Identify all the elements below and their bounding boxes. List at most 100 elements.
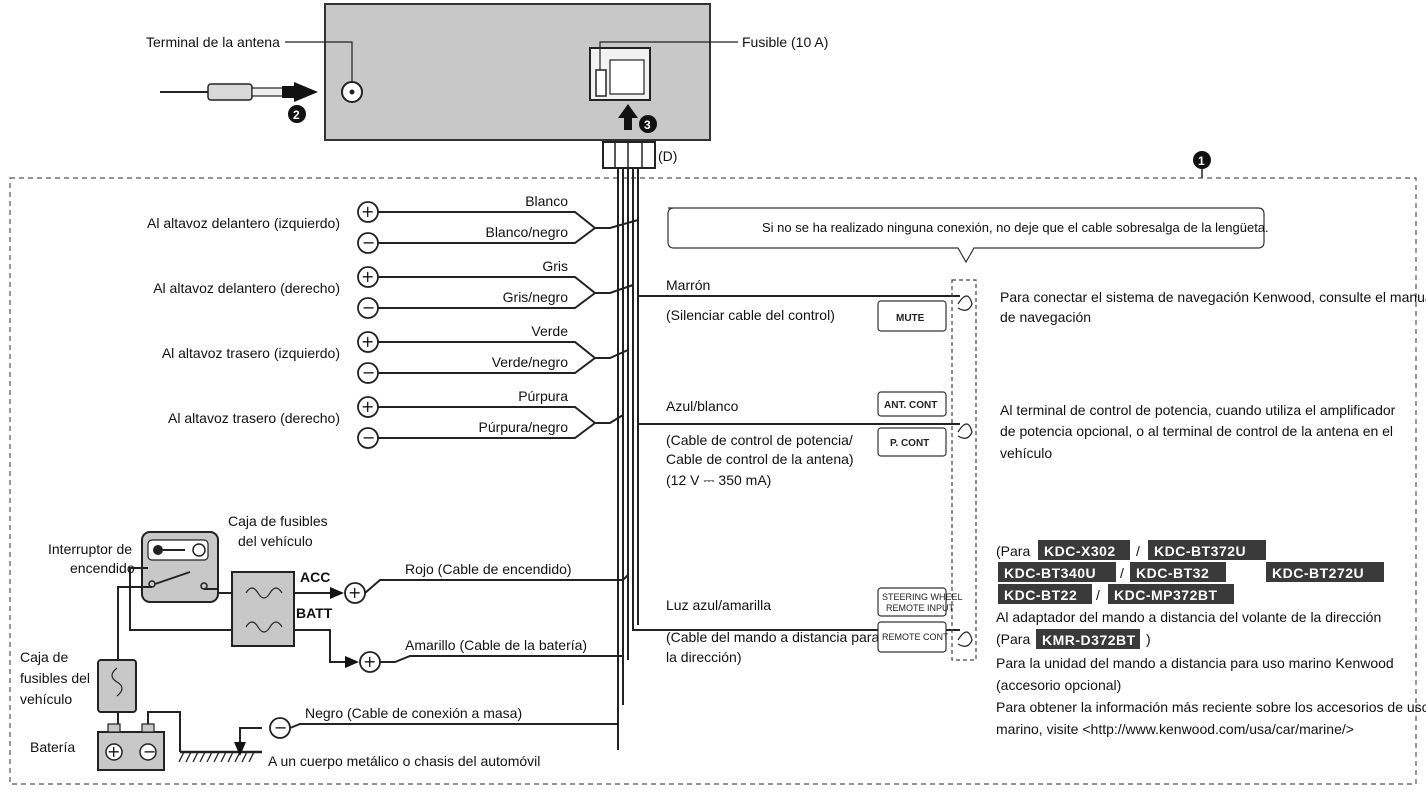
svg-text:(Cable del mando a distancia p: (Cable del mando a distancia para xyxy=(666,629,879,645)
model-list: (Para KDC-X302 / KDC-BT372U KDC-BT340U /… xyxy=(996,540,1384,604)
tab-column xyxy=(951,279,977,661)
connector-d-label: (D) xyxy=(658,148,677,164)
lightblue-yellow-wire: Luz azul/amarilla (Cable del mando a dis… xyxy=(632,587,973,665)
fuse-box-top-label: Caja de fusibles xyxy=(228,513,328,529)
p-cont-tag: P. CONT xyxy=(890,438,929,449)
svg-text:vehículo: vehículo xyxy=(20,691,72,707)
svg-text:(12 V ⎓ 350 mA): (12 V ⎓ 350 mA) xyxy=(666,472,771,488)
speaker-label: Al altavoz delantero (derecho) xyxy=(153,280,340,296)
svg-text:la dirección): la dirección) xyxy=(666,649,741,665)
blue-white-label: Azul/blanco xyxy=(666,398,739,414)
fuse-box-left-label: Caja de xyxy=(20,649,68,665)
mute-info: Para conectar el sistema de navegación K… xyxy=(1000,289,1426,305)
plus-sign: + xyxy=(348,583,361,602)
speaker-label: Al altavoz trasero (izquierdo) xyxy=(162,345,340,361)
steering-tag: STEERING WHEEL xyxy=(882,592,963,602)
speaker-3: Al altavoz trasero (derecho)+−PúrpuraPúr… xyxy=(168,388,624,449)
harness-bundle xyxy=(617,168,639,750)
svg-text:(Para: (Para xyxy=(996,631,1030,647)
antenna-terminal-label: Terminal de la antena xyxy=(146,34,280,50)
minus-sign: − xyxy=(362,298,375,317)
speaker-neg-wire: Gris/negro xyxy=(503,289,569,305)
svg-text:−: − xyxy=(143,742,156,761)
blue-white-wire: Azul/blanco (Cable de control de potenci… xyxy=(638,391,973,488)
svg-text:Cable de control de la antena): Cable de control de la antena) xyxy=(666,451,854,467)
svg-text:marino, visite <http://www.ken: marino, visite <http://www.kenwood.com/u… xyxy=(996,721,1354,737)
antenna-plug xyxy=(160,82,318,102)
svg-text:(Para: (Para xyxy=(996,543,1030,559)
pcont-info: Al terminal de control de potencia, cuan… xyxy=(1000,402,1396,418)
vehicle-fuse-box-left xyxy=(97,659,137,713)
model-badge: KDC-BT272U xyxy=(1272,565,1364,581)
speaker-neg-wire: Verde/negro xyxy=(492,354,568,370)
minus-sign: − xyxy=(362,428,375,447)
note-text: Si no se ha realizado ninguna conexión, … xyxy=(762,220,1269,235)
svg-text:2: 2 xyxy=(293,108,300,122)
svg-text:): ) xyxy=(1146,631,1151,647)
svg-text:1: 1 xyxy=(1198,154,1205,168)
speaker-2: Al altavoz trasero (izquierdo) + − VerdeVer… xyxy=(162,323,629,384)
svg-text:(accesorio opcional): (accesorio opcional) xyxy=(996,677,1121,693)
model-badge-kmr: KMR-D372BT xyxy=(1042,632,1136,648)
ant-cont-tag: ANT. CONT xyxy=(884,400,937,411)
ground-hatch xyxy=(220,751,227,763)
model-badge: KDC-BT372U xyxy=(1154,543,1246,559)
brown-desc: (Silenciar cable del control) xyxy=(666,307,835,323)
svg-text:/: / xyxy=(1120,565,1124,581)
ground-hatch xyxy=(199,751,206,763)
svg-text:+: + xyxy=(107,742,120,761)
step-1-marker: 1 xyxy=(1193,151,1211,178)
steering-info: Al adaptador del mando a distancia del v… xyxy=(996,609,1381,625)
plus-sign: + xyxy=(361,267,374,286)
speaker-label: Al altavoz trasero (derecho) xyxy=(168,410,340,426)
minus-sign: − xyxy=(274,718,287,737)
svg-text:fusibles del: fusibles del xyxy=(20,670,90,686)
model-badge: KDC-BT22 xyxy=(1004,587,1077,603)
svg-text:vehículo: vehículo xyxy=(1000,445,1052,461)
svg-text:encendido: encendido xyxy=(70,560,135,576)
ignition-switch-label: Interruptor de xyxy=(48,541,132,557)
svg-text:de potencia opcional, o al ter: de potencia opcional, o al terminal de c… xyxy=(1000,423,1393,439)
model-badge: KDC-BT32 xyxy=(1136,565,1209,581)
step-2-marker: 2 xyxy=(288,105,306,123)
speaker-wires: Al altavoz delantero (izquierdo)+−Blanco… xyxy=(147,193,639,449)
svg-text:REMOTE INPUT: REMOTE INPUT xyxy=(886,603,955,613)
ground-hatch xyxy=(178,751,185,763)
fuse-label: Fusible (10 A) xyxy=(742,34,828,50)
red-wire-label: Rojo (Cable de encendido) xyxy=(405,561,572,577)
model-badge: KDC-MP372BT xyxy=(1114,587,1218,603)
brown-wire: Marrón (Silenciar cable del control) MUT… xyxy=(638,277,973,332)
speaker-0: Al altavoz delantero (izquierdo)+−Blanco… xyxy=(147,193,639,254)
ground-hatch xyxy=(192,751,199,763)
lightblue-label: Luz azul/amarilla xyxy=(666,597,771,613)
black-wire-label: Negro (Cable de conexión a masa) xyxy=(305,705,522,721)
fuse-socket: Fusible (10 A) xyxy=(589,34,828,101)
plus-sign: + xyxy=(361,397,374,416)
speaker-1: Al altavoz delantero (derecho) + − GrisGris… xyxy=(153,258,634,319)
antenna-terminal: Terminal de la antena xyxy=(146,34,363,103)
svg-text:de navegación: de navegación xyxy=(1000,309,1091,325)
speaker-pos-wire: Gris xyxy=(542,258,568,274)
minus-sign: − xyxy=(362,233,375,252)
svg-text:(Cable de control de potencia/: (Cable de control de potencia/ xyxy=(666,432,853,448)
speaker-pos-wire: Verde xyxy=(531,323,568,339)
batt-label: BATT xyxy=(296,605,333,621)
speaker-neg-wire: Blanco/negro xyxy=(485,224,568,240)
remote-cont-tag: REMOTE CONT xyxy=(882,632,949,642)
ground-hatch xyxy=(206,751,213,763)
plus-sign: + xyxy=(361,332,374,351)
minus-sign: − xyxy=(362,363,375,382)
svg-text:3: 3 xyxy=(644,118,651,132)
model-badge: KDC-BT340U xyxy=(1004,565,1096,581)
acc-label: ACC xyxy=(300,569,330,585)
ground-hatch xyxy=(241,751,248,763)
step-3-marker: 3 xyxy=(618,104,657,133)
ground-hatch xyxy=(185,751,192,763)
vehicle-fuse-box xyxy=(231,571,295,647)
battery-label: Batería xyxy=(30,739,75,755)
svg-text:/: / xyxy=(1136,543,1140,559)
power-section: Interruptor de encendido Caja de fusible… xyxy=(20,513,629,771)
note-callout: Si no se ha realizado ninguna conexión, … xyxy=(667,207,1269,264)
ground-hatch xyxy=(213,751,220,763)
